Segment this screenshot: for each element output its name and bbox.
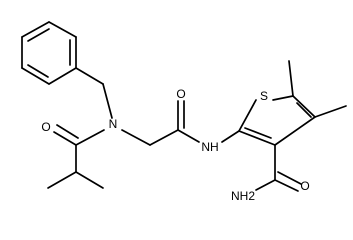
sulfur-label: S [260, 89, 268, 103]
nh-label: NH [201, 140, 218, 154]
isobutyryl-group [47, 124, 105, 189]
thiophene-ring [221, 95, 316, 146]
o-isobutyryl-label: O [41, 120, 50, 134]
benzene-ring [21, 21, 77, 85]
methyl-groups [288, 60, 347, 118]
o-acetamide-label: O [176, 87, 185, 101]
atom-n-amide: N [109, 117, 118, 131]
atom-o-carboxamide: O [300, 179, 309, 193]
atom-o-isobutyryl: O [41, 120, 50, 134]
n-amide-label: N [109, 117, 118, 131]
atom-nh: NH [201, 140, 218, 154]
benzyl-linker [75, 67, 113, 119]
atom-nh2: NH2 [231, 189, 255, 203]
glycinamide-linker [121, 100, 200, 146]
atom-o-acetamide: O [176, 87, 185, 101]
chemical-structure: N O O NH S NH2 O [21, 21, 347, 203]
nh2-label: NH2 [231, 189, 255, 203]
carboxamide-group [255, 144, 302, 192]
atom-s: S [260, 89, 268, 103]
o-carboxamide-label: O [300, 179, 309, 193]
